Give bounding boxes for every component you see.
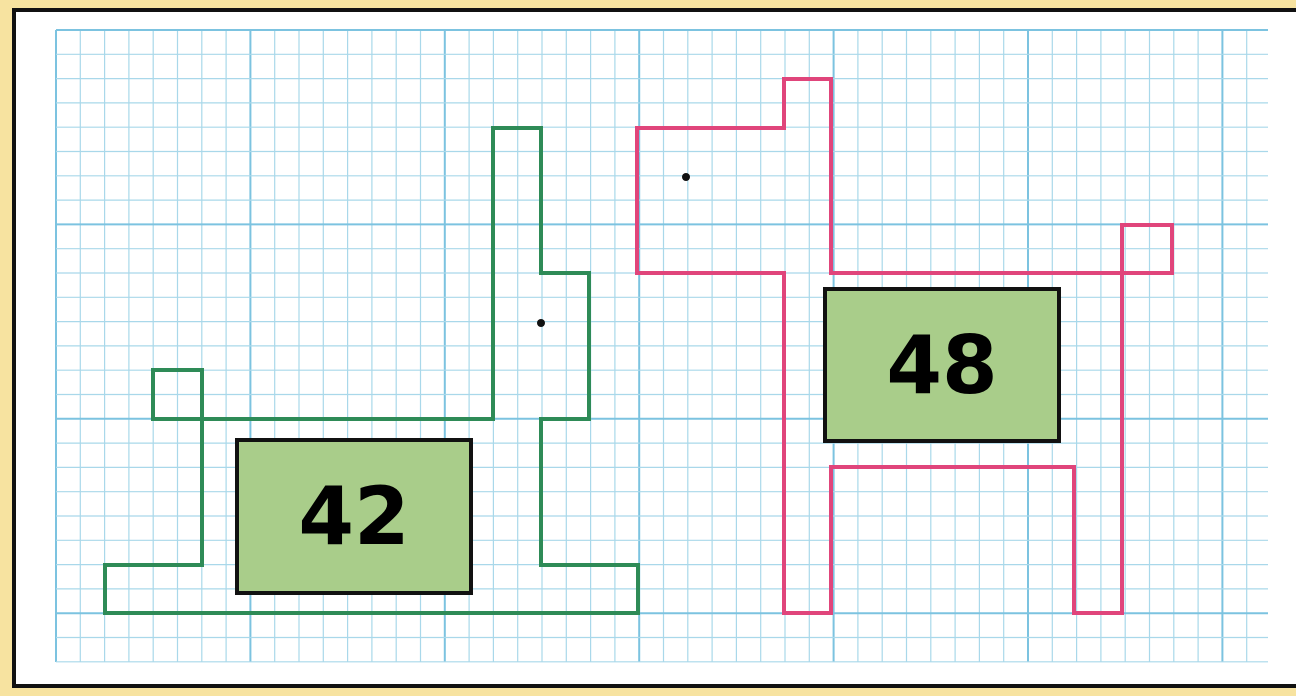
pink-area-label: 48	[823, 287, 1061, 443]
green-figure-eye	[537, 319, 545, 327]
green-area-label: 42	[235, 438, 473, 595]
pink-area-value: 48	[886, 319, 997, 412]
pink-figure-eye	[682, 173, 690, 181]
green-area-value: 42	[298, 470, 409, 563]
